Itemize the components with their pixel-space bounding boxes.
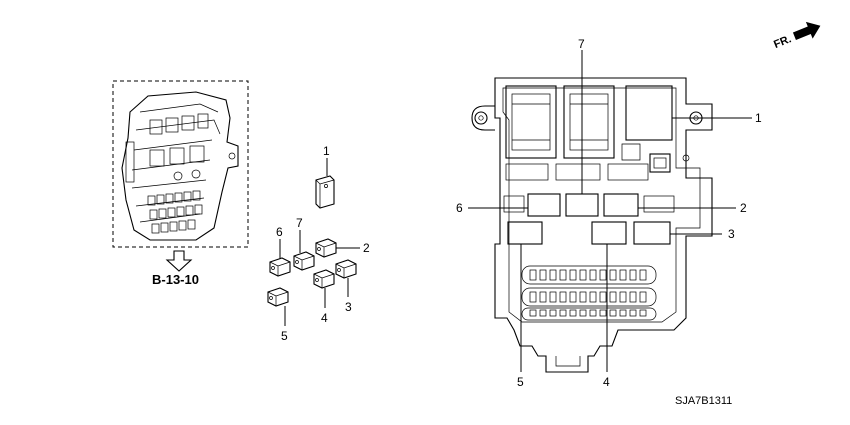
callout-box-2: 2 bbox=[740, 201, 747, 215]
fuse-cell bbox=[599, 269, 607, 281]
fuse-cell bbox=[619, 269, 627, 281]
fuse-cell bbox=[579, 269, 587, 281]
fuse-cell bbox=[539, 269, 547, 281]
relay-5 bbox=[267, 287, 289, 307]
fuse-cell bbox=[559, 291, 567, 303]
fuse-cell bbox=[609, 269, 617, 281]
fuse-cell bbox=[599, 309, 607, 317]
callout-box-7: 7 bbox=[578, 37, 585, 51]
assembly-dashed-frame bbox=[112, 80, 249, 248]
fuse-rows bbox=[521, 265, 657, 321]
callout-box-5: 5 bbox=[517, 375, 524, 389]
callout-relay-2: 2 bbox=[363, 241, 370, 255]
fuse-cell bbox=[579, 291, 587, 303]
fuse-cell bbox=[569, 269, 577, 281]
fuse-cell bbox=[639, 309, 647, 317]
fuse-cell bbox=[619, 291, 627, 303]
fuse-cell bbox=[629, 291, 637, 303]
fuse-box-assembly bbox=[112, 80, 249, 248]
fuse-cell bbox=[609, 291, 617, 303]
fuse-cell bbox=[639, 291, 647, 303]
fuse-cell bbox=[549, 291, 557, 303]
fuse-cell bbox=[549, 309, 557, 317]
fuse-cells bbox=[529, 269, 647, 317]
fuse-cell bbox=[559, 269, 567, 281]
small-relay-callouts: 1 7 6 2 4 3 5 bbox=[276, 144, 370, 343]
fuse-cell bbox=[569, 291, 577, 303]
callout-box-1: 1 bbox=[755, 111, 762, 125]
fuse-cell bbox=[609, 309, 617, 317]
fuse-cell bbox=[549, 269, 557, 281]
relay-6 bbox=[269, 257, 291, 277]
fuse-cell bbox=[599, 291, 607, 303]
fuse-cell bbox=[629, 309, 637, 317]
reference-arrow-icon bbox=[165, 250, 193, 272]
box-slot-5 bbox=[507, 221, 543, 245]
callout-box-6: 6 bbox=[456, 201, 463, 215]
relay-4 bbox=[313, 269, 335, 289]
fuse-cell bbox=[629, 269, 637, 281]
fuse-cell bbox=[529, 309, 537, 317]
fuse-cell bbox=[639, 269, 647, 281]
relay-7 bbox=[293, 251, 315, 271]
front-direction-marker: FR. bbox=[772, 21, 821, 51]
fuse-cell bbox=[589, 269, 597, 281]
callout-box-4: 4 bbox=[603, 375, 610, 389]
front-marker-label: FR. bbox=[772, 33, 793, 51]
relay-2 bbox=[315, 238, 337, 258]
fuse-cell bbox=[539, 291, 547, 303]
fuse-cell bbox=[529, 291, 537, 303]
callout-relay-1: 1 bbox=[323, 144, 330, 158]
callout-box-3: 3 bbox=[728, 227, 735, 241]
box-slot-4 bbox=[591, 221, 627, 245]
fuse-cell bbox=[539, 309, 547, 317]
callout-relay-3: 3 bbox=[345, 300, 352, 314]
box-slot-3 bbox=[633, 221, 671, 245]
relay-parts bbox=[267, 175, 357, 307]
relay-box-layout bbox=[471, 77, 713, 373]
fuse-cell bbox=[579, 309, 587, 317]
callout-relay-5: 5 bbox=[281, 329, 288, 343]
fuse-cell bbox=[529, 269, 537, 281]
callout-relay-6: 6 bbox=[276, 225, 283, 239]
reference-label: B-13-10 bbox=[152, 272, 199, 287]
fuse-cell bbox=[559, 309, 567, 317]
diagram-code: SJA7B1311 bbox=[675, 395, 732, 407]
relay-1 bbox=[315, 175, 335, 209]
box-leaders bbox=[468, 50, 752, 372]
callout-relay-4: 4 bbox=[321, 311, 328, 325]
box-slot-2 bbox=[603, 193, 639, 217]
box-callouts: 7 1 6 2 3 5 4 bbox=[456, 37, 762, 389]
relay-3 bbox=[335, 259, 357, 279]
fuse-cell bbox=[589, 291, 597, 303]
small-relay-leaders bbox=[279, 158, 360, 326]
fuse-cell bbox=[619, 309, 627, 317]
box-slot-7 bbox=[565, 193, 599, 217]
fuse-cell bbox=[569, 309, 577, 317]
fuse-cell bbox=[589, 309, 597, 317]
box-slot-6 bbox=[527, 193, 561, 217]
front-arrow-icon bbox=[792, 21, 821, 40]
callout-relay-7: 7 bbox=[296, 216, 303, 230]
